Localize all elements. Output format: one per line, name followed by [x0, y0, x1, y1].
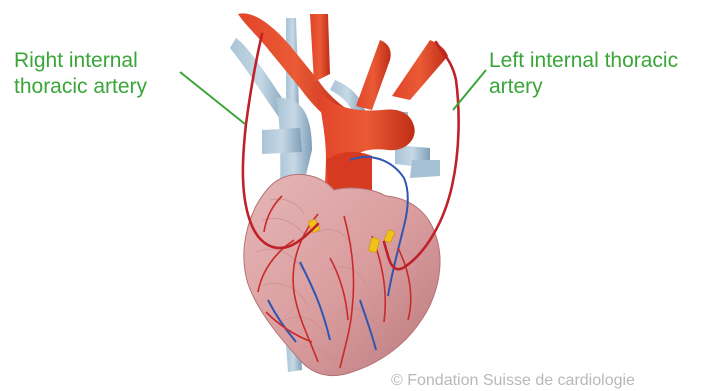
- left-ita-label-line2: artery: [489, 74, 678, 100]
- right-internal-thoracic-artery-label: Right internal thoracic artery: [14, 48, 147, 100]
- right-ita-label-line1: Right internal: [14, 48, 147, 74]
- copyright-credit: © Fondation Suisse de cardiologie: [391, 371, 635, 391]
- aorta: [238, 13, 448, 210]
- left-internal-thoracic-artery-label: Left internal thoracic artery: [489, 48, 678, 100]
- right-ita-label-line2: thoracic artery: [14, 74, 147, 100]
- heart: [244, 174, 440, 375]
- right-ita-leader-line: [180, 72, 245, 124]
- left-ita-label-line1: Left internal thoracic: [489, 48, 678, 74]
